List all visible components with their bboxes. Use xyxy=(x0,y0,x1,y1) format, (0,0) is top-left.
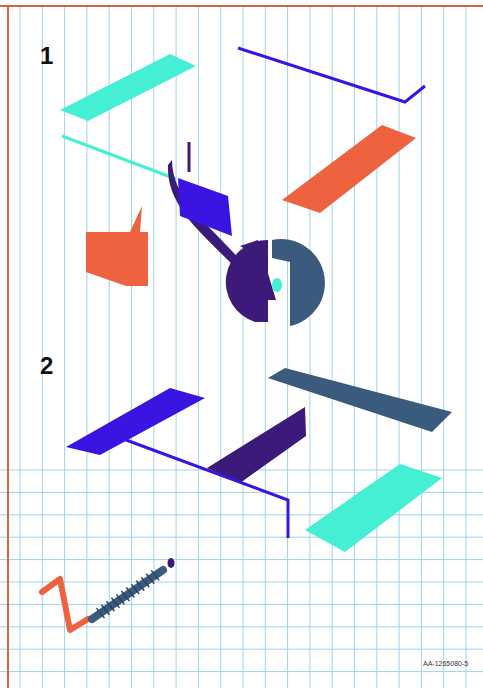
thread-stroke xyxy=(97,608,105,618)
cyan-dot xyxy=(272,278,282,292)
allen-key xyxy=(42,579,88,630)
orange-bracket xyxy=(86,206,148,286)
grid-line xyxy=(243,6,244,688)
grid-line xyxy=(0,514,483,515)
grid-line xyxy=(198,6,199,688)
grid-line xyxy=(421,6,422,688)
thread-stroke xyxy=(101,605,109,615)
thread-stroke xyxy=(116,594,124,604)
thread-stroke xyxy=(106,601,114,611)
frame-line xyxy=(0,5,483,7)
grid-line xyxy=(0,604,483,605)
disc-left xyxy=(240,240,276,300)
grid-line xyxy=(287,6,288,688)
blue-rod xyxy=(238,48,425,102)
grid-line xyxy=(20,6,21,688)
grid-line xyxy=(309,6,310,688)
step-number: 2 xyxy=(40,354,53,378)
grid-line xyxy=(42,6,43,688)
thread-stroke xyxy=(151,570,159,580)
disc-right xyxy=(272,239,325,326)
part-code: AA-1265080-5 xyxy=(423,660,468,667)
blue-plate xyxy=(178,178,232,236)
thread-stroke xyxy=(131,584,139,594)
thread-stroke xyxy=(111,598,119,608)
grid-line xyxy=(153,6,154,688)
step-number: 1 xyxy=(40,44,53,68)
grid-line xyxy=(376,6,377,688)
cyan-panel xyxy=(305,464,442,552)
thread-stroke xyxy=(126,588,134,598)
screw-thread xyxy=(97,570,160,618)
purple-pin xyxy=(188,142,191,172)
grid-line xyxy=(443,6,444,688)
grid-line xyxy=(332,6,333,688)
thread-stroke xyxy=(146,574,154,584)
purple-panel xyxy=(207,407,306,483)
grid-line xyxy=(220,6,221,688)
grid-line xyxy=(354,6,355,688)
screw xyxy=(92,570,163,619)
cyan-rod xyxy=(62,136,176,179)
grid-line xyxy=(399,6,400,688)
frame-line xyxy=(7,6,9,688)
grid-line xyxy=(0,537,483,538)
grid-line xyxy=(0,559,483,560)
cyan-panel xyxy=(60,54,196,121)
grid xyxy=(0,6,483,688)
grid-line xyxy=(265,6,266,688)
screw-cap xyxy=(168,558,175,568)
grid-line xyxy=(0,649,483,650)
orange-panel xyxy=(282,125,416,213)
grid-line xyxy=(176,6,177,688)
thread-stroke xyxy=(121,591,129,601)
grid-line xyxy=(0,582,483,583)
purple-strap xyxy=(168,160,242,268)
thread-stroke xyxy=(136,581,144,591)
blue-rod xyxy=(118,437,288,538)
grid-line xyxy=(466,6,467,688)
thread-stroke xyxy=(141,577,149,587)
grid-line xyxy=(0,671,483,672)
